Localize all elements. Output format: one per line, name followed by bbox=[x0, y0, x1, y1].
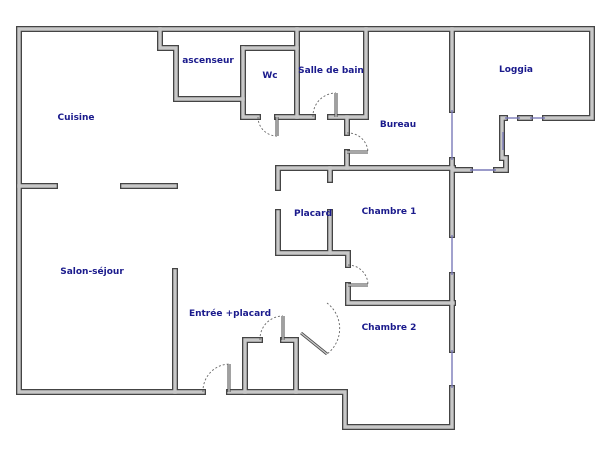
label-bureau: Bureau bbox=[380, 120, 416, 130]
wall-segment-fill bbox=[281, 338, 298, 394]
label-wc: Wc bbox=[262, 71, 277, 81]
door-leaf-fill bbox=[300, 332, 328, 355]
door bbox=[346, 132, 369, 154]
wall-segment-fill bbox=[158, 27, 245, 101]
wall-segment bbox=[280, 337, 299, 395]
door bbox=[312, 92, 338, 118]
label-salle-de-bain: Salle de bain bbox=[298, 66, 364, 76]
label-placard: Placard bbox=[294, 209, 332, 219]
wall-segment bbox=[275, 209, 351, 268]
door bbox=[202, 363, 231, 393]
wall-segment bbox=[345, 282, 456, 306]
label-ascenseur: ascenseur bbox=[182, 56, 234, 66]
doors bbox=[202, 92, 369, 393]
wall-segment-fill bbox=[241, 46, 260, 119]
wall-segment-fill bbox=[227, 386, 454, 429]
label-cuisine: Cuisine bbox=[57, 113, 94, 123]
wall-segment bbox=[240, 45, 261, 120]
wall-segment-fill bbox=[494, 116, 508, 172]
label-chambre-2: Chambre 2 bbox=[362, 323, 417, 333]
wall-segment-fill bbox=[276, 166, 455, 190]
door bbox=[259, 315, 285, 341]
door-swing-arc bbox=[347, 264, 369, 286]
windows bbox=[451, 110, 545, 388]
door-swing-arc bbox=[202, 363, 230, 393]
walls-outline bbox=[16, 26, 595, 430]
room-labels: Cuisine ascenseur Wc Salle de bain Burea… bbox=[57, 56, 533, 333]
wall-segment bbox=[226, 385, 455, 430]
wall-segment-fill bbox=[328, 27, 368, 119]
label-entree-placard: Entrée +placard bbox=[189, 308, 271, 319]
wall-segment-fill bbox=[276, 210, 350, 267]
door-swing-arc bbox=[259, 315, 284, 341]
door bbox=[257, 116, 279, 137]
wall-segment-fill bbox=[346, 283, 455, 305]
label-salon-sejour: Salon-séjour bbox=[60, 266, 124, 277]
wall-segment bbox=[242, 337, 263, 395]
door-swing-arc bbox=[326, 302, 341, 355]
door-swing-arc bbox=[312, 92, 337, 118]
door bbox=[347, 264, 369, 287]
door-swing-arc bbox=[346, 132, 369, 153]
label-chambre-1: Chambre 1 bbox=[362, 207, 417, 217]
wall-segment bbox=[275, 165, 456, 191]
wall-segment-fill bbox=[17, 27, 594, 394]
door bbox=[300, 302, 341, 356]
label-loggia: Loggia bbox=[499, 65, 533, 75]
walls-fill bbox=[17, 27, 594, 429]
wall-segment-fill bbox=[243, 338, 262, 394]
